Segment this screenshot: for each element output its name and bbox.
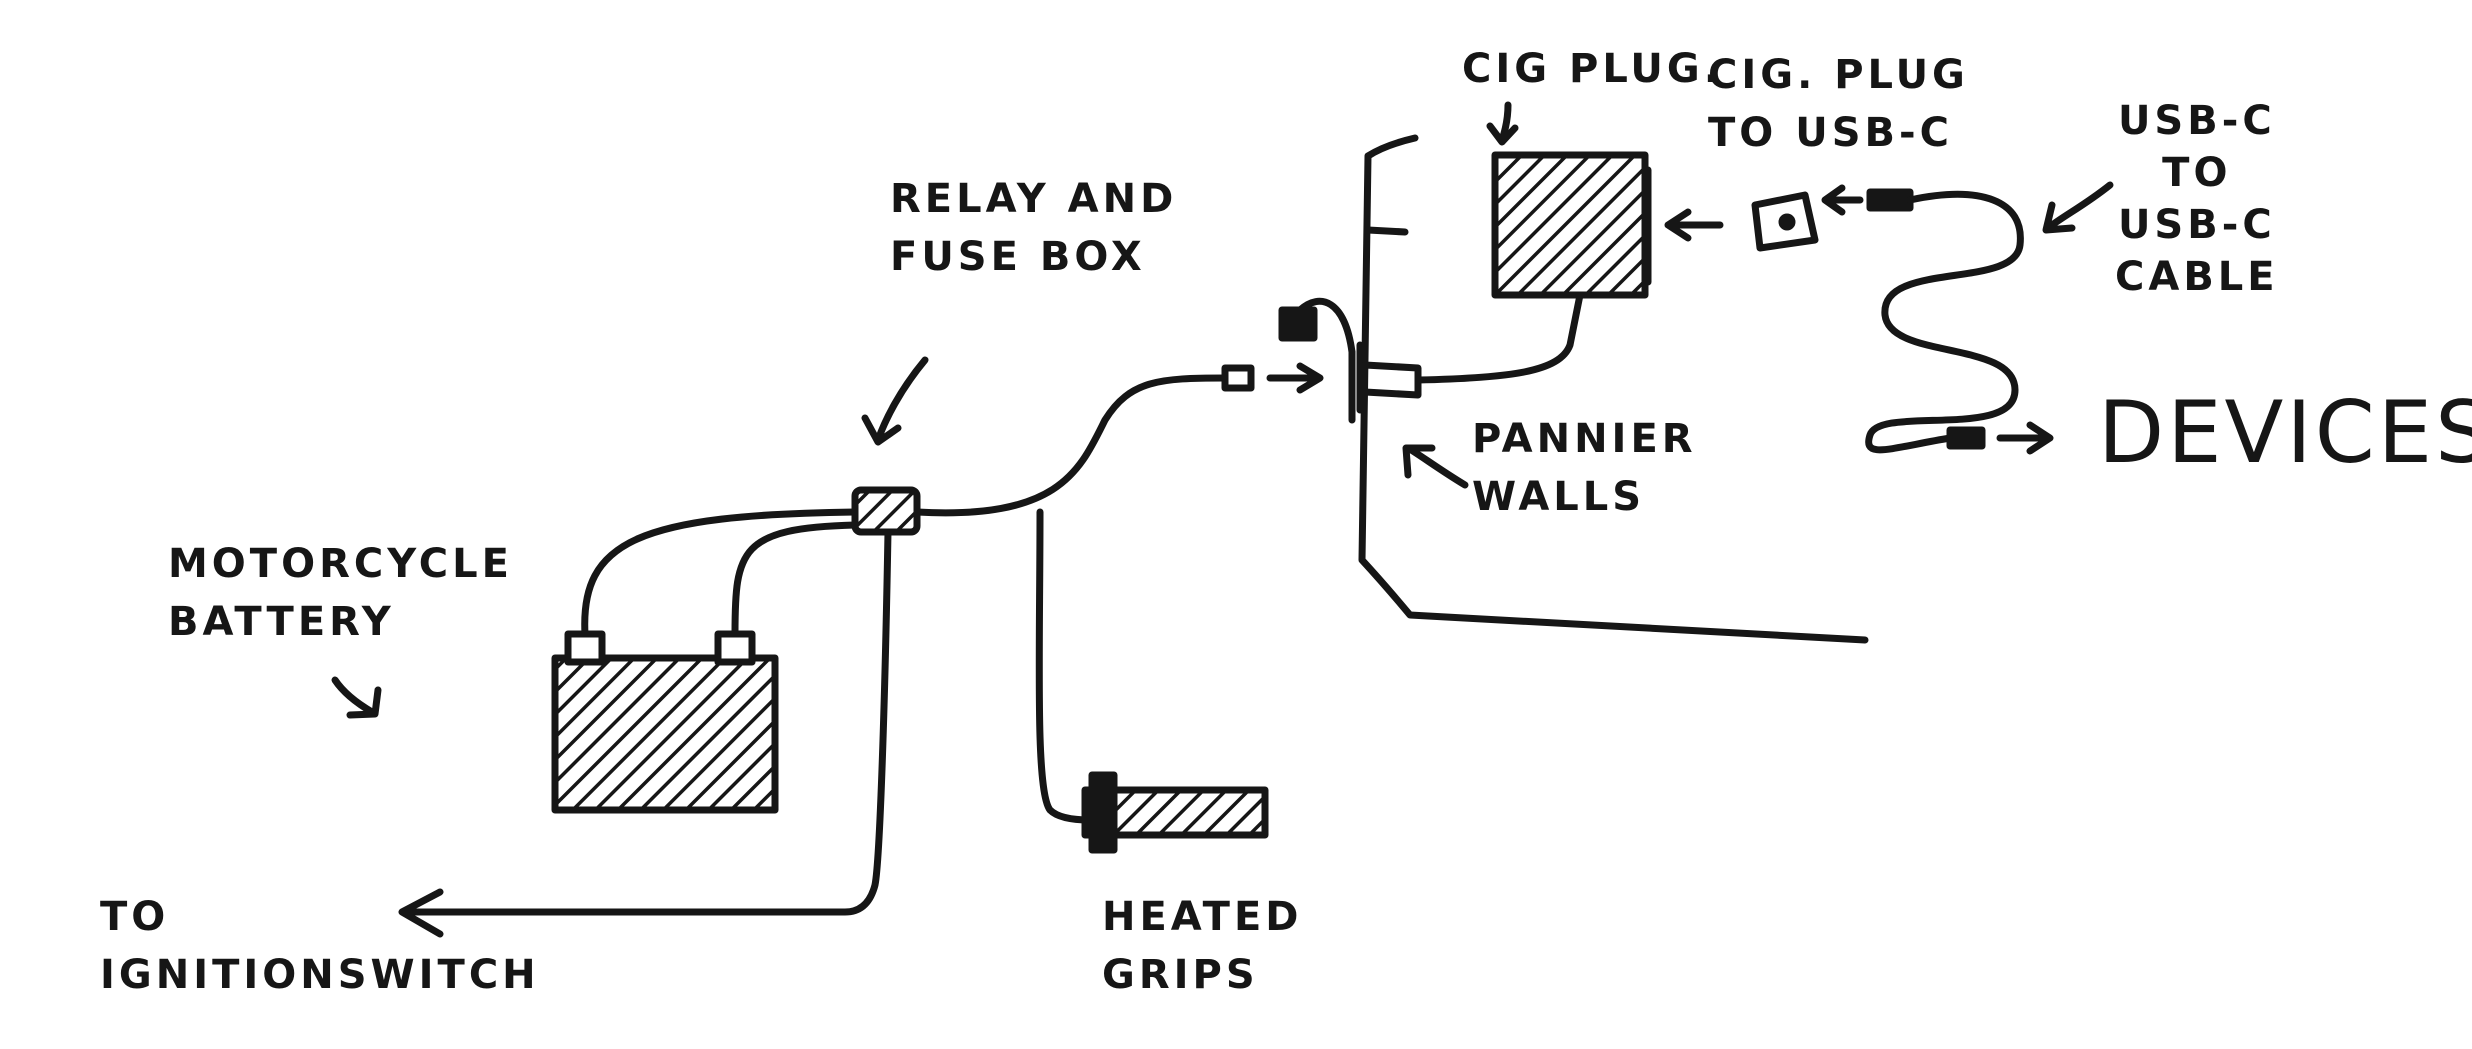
arrow-relay: [865, 360, 925, 442]
cig-plug-label: CIG PLUG.: [1462, 40, 1723, 98]
connector-arrow: [1270, 366, 1320, 390]
heated-grips-label: HEATED GRIPS: [1102, 888, 1302, 1004]
wall-socket: [1352, 345, 1360, 420]
wall-to-cigplug-wire: [1418, 295, 1580, 380]
battery: [555, 658, 775, 810]
arrow-pannier: [1406, 448, 1465, 485]
devices-arrow: [2000, 425, 2050, 451]
grip-end: [1092, 775, 1114, 850]
adapter-arrow-in: [1825, 188, 1860, 212]
battery-terminal-right: [718, 634, 752, 662]
socket-cap: [1282, 310, 1314, 338]
ignition-switch-label: TO IGNITIONSWITCH: [100, 888, 540, 1004]
devices-label: DEVICES!: [2098, 385, 2472, 481]
relay-fuse-box: [855, 490, 917, 532]
cig-plug-arrow-in: [1668, 212, 1720, 238]
socket-plug: [1365, 365, 1418, 395]
usbc-cable-end: [1950, 430, 1982, 446]
usbc-cable-label: USB-C TO USB-C CABLE: [2115, 95, 2279, 303]
arrow-usbc-cable: [2046, 185, 2110, 230]
pannier-walls-label: PANNIER WALLS: [1472, 410, 1697, 526]
motorcycle-battery-label: MOTORCYCLE BATTERY: [168, 535, 513, 651]
battery-terminal-left: [568, 634, 602, 662]
pannier-wall-tick: [1368, 230, 1405, 232]
pannier-feed-wire: [917, 378, 1225, 513]
usbc-cable: [1869, 194, 2021, 449]
arrow-battery: [335, 680, 378, 715]
arrow-cig-plug: [1490, 105, 1515, 142]
cig-plug-socket: [1495, 155, 1645, 295]
inline-connector: [1225, 368, 1251, 388]
battery-negative-wire: [735, 525, 855, 634]
cig-to-usbc-label: CIG. PLUG TO USB-C: [1708, 46, 1969, 162]
grips-wire: [1039, 512, 1090, 820]
relay-fuse-box-label: RELAY AND FUSE BOX: [890, 170, 1177, 286]
usbc-cable-plug: [1870, 192, 1910, 208]
adapter-led: [1782, 217, 1792, 227]
